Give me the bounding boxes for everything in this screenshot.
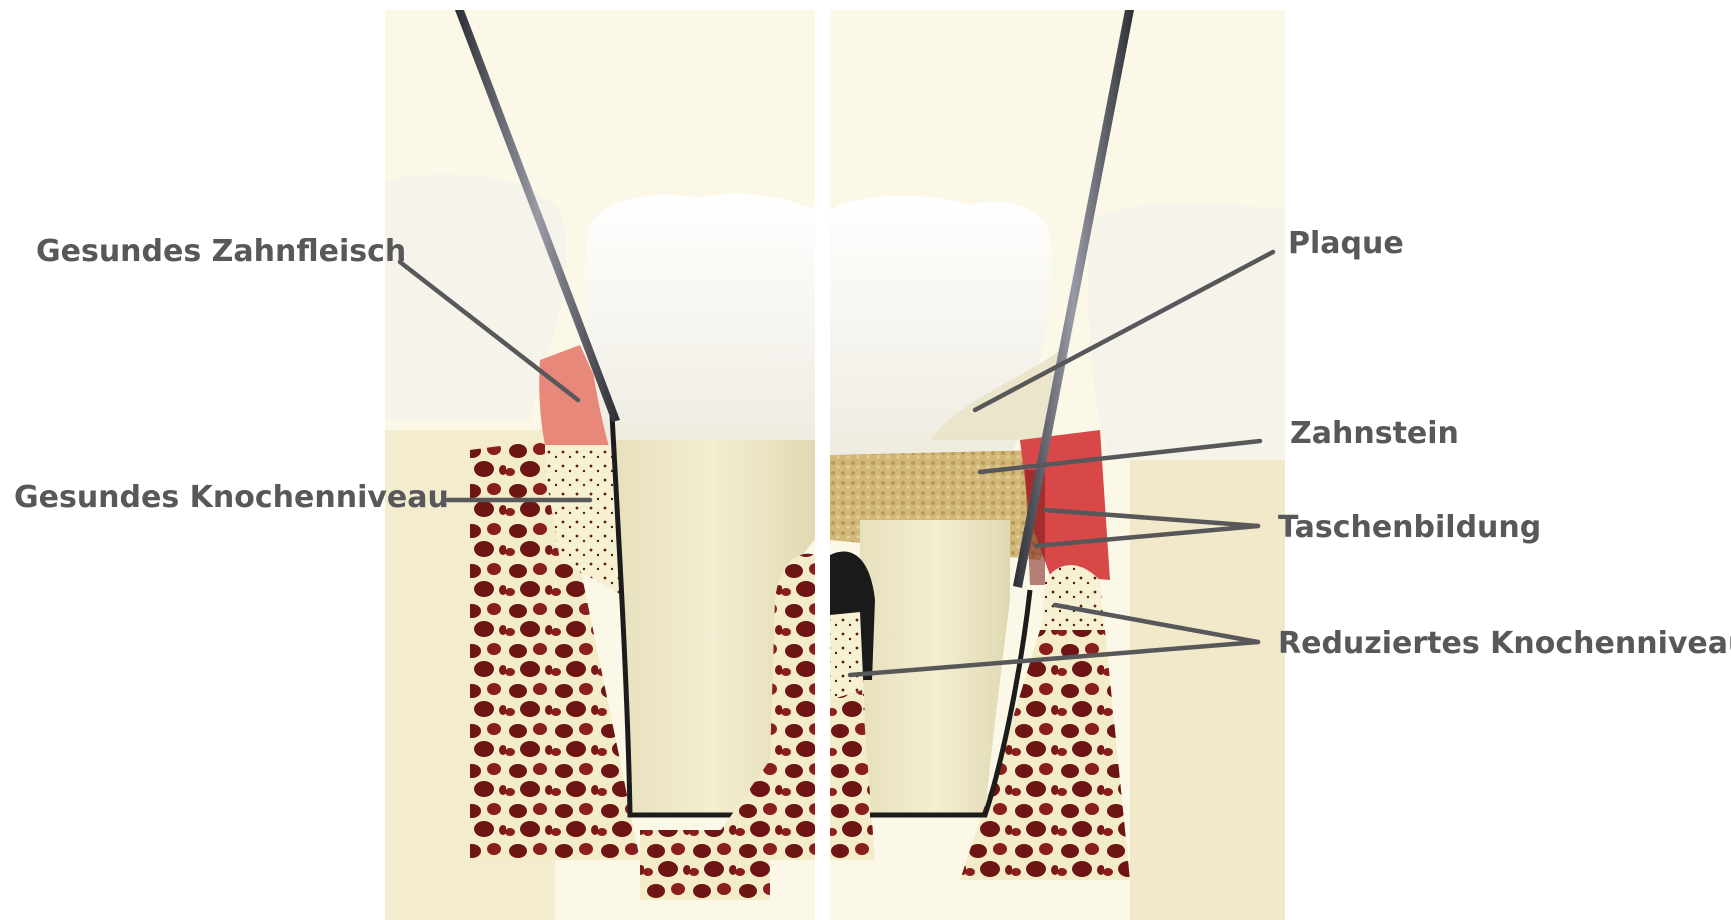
center-divider	[815, 10, 830, 920]
bone-lower-left	[640, 830, 770, 900]
label-plaque: Plaque	[1288, 226, 1404, 262]
label-healthy-bone-level: Gesundes Knochenniveau	[14, 480, 449, 516]
label-calculus: Zahnstein	[1290, 416, 1459, 452]
label-pocket-formation: Taschenbildung	[1278, 510, 1541, 546]
label-healthy-gum: Gesundes Zahnfleisch	[36, 234, 406, 270]
reduced-bone-crest-right	[1040, 565, 1105, 640]
healthy-molar-crown	[585, 194, 815, 450]
neighbor-tooth-right	[1088, 203, 1285, 460]
label-reduced-bone-level: Reduziertes Knochenniveau	[1278, 626, 1731, 662]
